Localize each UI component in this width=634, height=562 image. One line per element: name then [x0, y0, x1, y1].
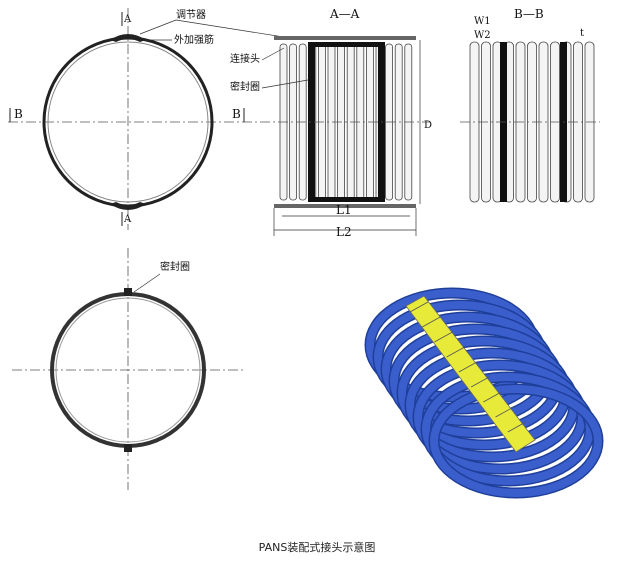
label-seal-ring: 密封圈: [230, 80, 260, 93]
section-b-left: B: [14, 107, 23, 121]
aa-corrugation-rib: [289, 43, 298, 201]
adjuster-top: [110, 34, 146, 42]
label-outer-reinforcement: 外加强筋: [174, 33, 214, 46]
clamp-segment: [434, 331, 453, 343]
adjuster-bottom: [110, 202, 146, 210]
pipe-corrugation-highlight: [422, 373, 594, 485]
title-aa: A—A: [329, 7, 360, 21]
section-a-bottom: A: [123, 214, 132, 225]
seal-ring-left: [308, 42, 315, 202]
seal-ring-circle-view: 密封圈: [12, 248, 244, 490]
clamp-segment: [495, 406, 514, 418]
figure-caption: PANS装配式接头示意图: [258, 541, 376, 554]
title-bb: B—B: [514, 7, 544, 21]
dim-t: t: [580, 28, 584, 39]
aa-corrugation-rib: [394, 43, 403, 201]
clamp-segment: [470, 376, 490, 388]
label-connector: 连接头: [230, 52, 260, 65]
clamp-segment: [507, 421, 526, 433]
clamp-segment: [446, 346, 465, 358]
clamp-segment: [483, 391, 502, 403]
dim-w1: W1: [474, 16, 491, 27]
clamp-segment: [458, 361, 478, 373]
dim-d: D: [424, 120, 432, 131]
section-a-top: A: [123, 14, 132, 25]
section-view-circle: A A B B 调节器 外加强筋: [8, 8, 291, 230]
joint-3d-rendering: [364, 287, 604, 499]
dim-w2: W2: [474, 30, 491, 41]
label-seal-ring-lower: 密封圈: [160, 260, 190, 273]
section-b-right: B: [232, 107, 241, 121]
dim-l1: L1: [336, 203, 352, 217]
dim-l2: L2: [336, 225, 352, 239]
label-adjuster: 调节器: [176, 9, 206, 21]
section-bb-view: B—B W1 W2 t: [460, 7, 600, 203]
clamp-segment: [422, 316, 441, 328]
pipe-corrugation-highlight: [430, 385, 602, 497]
clamp-segment: [409, 301, 429, 313]
section-aa-view: A—A 连接头 密封圈 D L1 L2: [230, 7, 432, 239]
